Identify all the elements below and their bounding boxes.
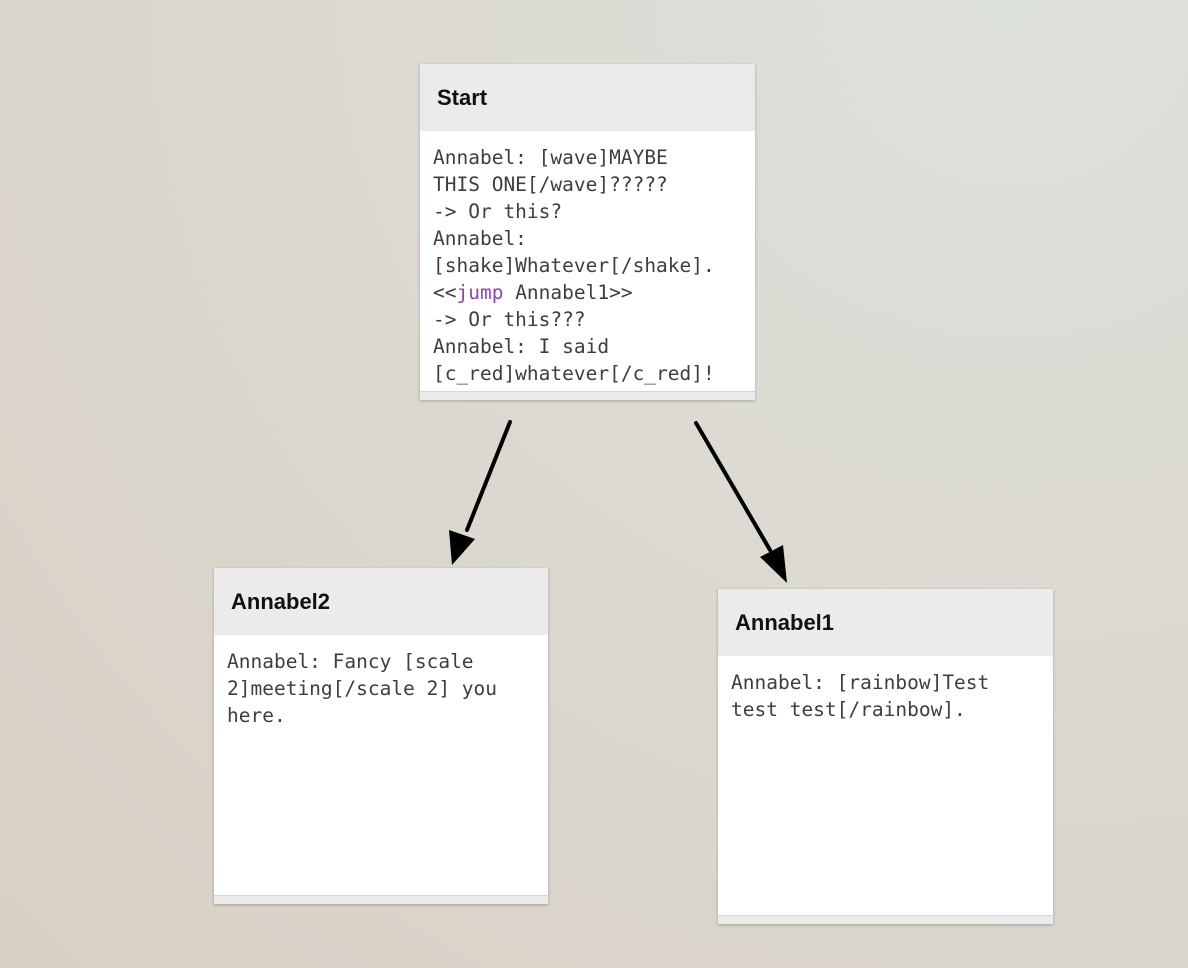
node-footer [718, 915, 1053, 924]
command-open: << [433, 281, 457, 304]
node-title[interactable]: Annabel1 [718, 589, 1053, 656]
node-annabel1[interactable]: Annabel1 Annabel: [rainbow]Test test test… [718, 589, 1053, 924]
arrow-start-to-annabel2 [449, 420, 512, 565]
dialogue-line: Annabel: [433, 227, 527, 250]
dialogue-line: [c_red]whatever[/c_red]! [433, 362, 715, 385]
dialogue-line: test test[/rainbow]. [731, 698, 966, 721]
node-body[interactable]: Annabel: [rainbow]Test test test[/rainbow… [718, 656, 1053, 723]
arrow-start-to-annabel1 [694, 421, 787, 583]
node-title[interactable]: Start [420, 64, 755, 131]
node-start[interactable]: Start Annabel: [wave]MAYBE THIS ONE[/wave… [420, 64, 755, 400]
jump-command-line: <<jump Annabel1>> [433, 279, 742, 306]
node-footer [214, 895, 548, 904]
option-line: -> Or this? [433, 200, 563, 223]
dialogue-line: Annabel: I said [433, 335, 610, 358]
command-target: Annabel1>> [503, 281, 633, 304]
node-body[interactable]: Annabel: Fancy [scale 2]meeting[/scale 2]… [214, 635, 548, 729]
dialogue-line: Annabel: [wave]MAYBE [433, 146, 668, 169]
dialogue-line: Annabel: Fancy [scale [227, 650, 474, 673]
node-title[interactable]: Annabel2 [214, 568, 548, 635]
dialogue-line: 2]meeting[/scale 2] you [227, 677, 498, 700]
dialogue-line: [shake]Whatever[/shake]. [433, 254, 715, 277]
option-line: -> Or this??? [433, 308, 586, 331]
jump-keyword: jump [456, 281, 504, 304]
node-body[interactable]: Annabel: [wave]MAYBE THIS ONE[/wave]?????… [420, 131, 755, 387]
node-footer [420, 391, 755, 400]
dialogue-line: THIS ONE[/wave]????? [433, 173, 668, 196]
dialogue-line: Annabel: [rainbow]Test [731, 671, 990, 694]
dialogue-line: here. [227, 704, 286, 727]
node-annabel2[interactable]: Annabel2 Annabel: Fancy [scale 2]meeting[… [214, 568, 548, 904]
